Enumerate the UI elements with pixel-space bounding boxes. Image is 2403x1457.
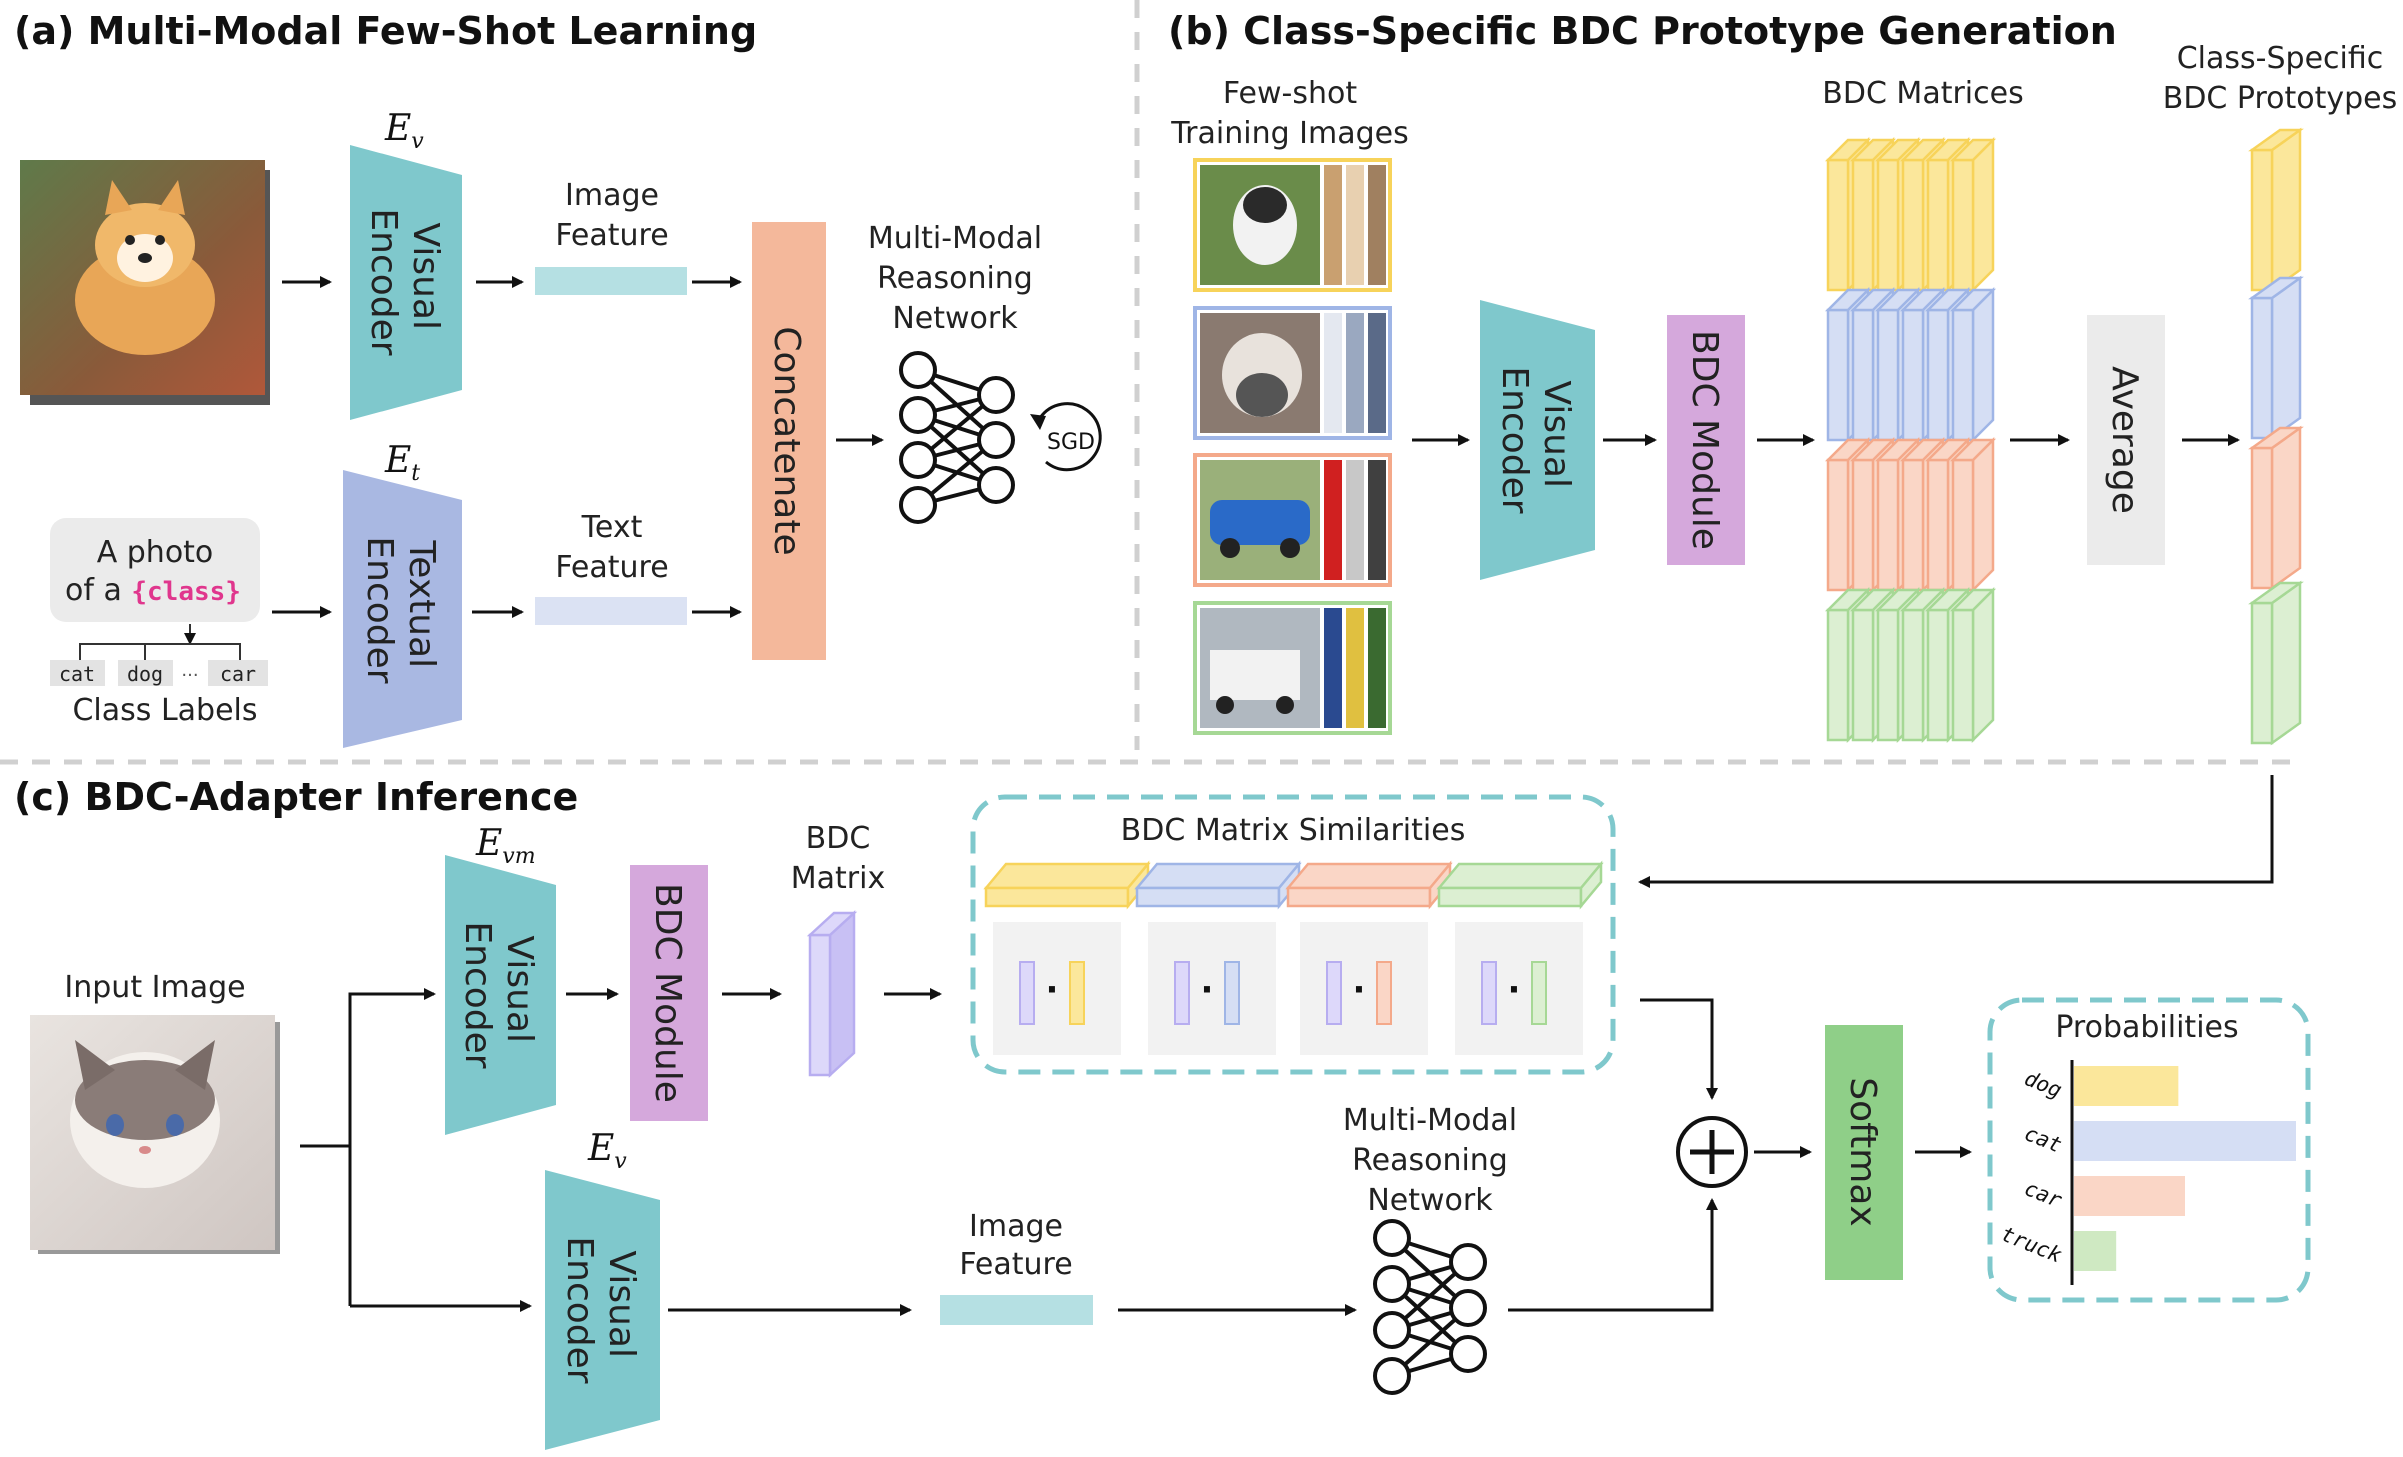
class-label-dog: dog bbox=[127, 662, 163, 686]
neural-network-c-icon bbox=[1373, 1219, 1487, 1395]
few-shot-label: Few-shot bbox=[1223, 76, 1357, 111]
dot-operator-2: · bbox=[1201, 970, 1214, 1010]
svg-text:BDC Prototypes: BDC Prototypes bbox=[2163, 81, 2398, 116]
few-shot-images-dog bbox=[1193, 158, 1392, 292]
section-a-title: (a) Multi-Modal Few-Shot Learning bbox=[14, 9, 757, 53]
visual-encoder-c-bottom bbox=[545, 1170, 660, 1450]
evm-symbol: Evm bbox=[475, 823, 536, 869]
prob-label-dog: dog bbox=[2021, 1066, 2065, 1102]
few-shot-images-car bbox=[1193, 453, 1392, 587]
class-label-ellipsis: ··· bbox=[181, 665, 198, 686]
prob-bar-cat bbox=[2074, 1121, 2296, 1161]
probabilities-title: Probabilities bbox=[2055, 1010, 2238, 1045]
average-label: Average bbox=[2104, 366, 2145, 514]
prompt-line2: of a {class} bbox=[65, 573, 241, 608]
bdc-module-b bbox=[1667, 315, 1745, 565]
few-shot-images-truck bbox=[1193, 601, 1392, 735]
prototypes-label: Class-Specific bbox=[2177, 41, 2384, 76]
section-c-title: (c) BDC-Adapter Inference bbox=[14, 775, 578, 819]
prob-label-cat: cat bbox=[2021, 1121, 2065, 1157]
bdc-module-c-label: BDC Module bbox=[647, 883, 688, 1103]
svg-text:Training Images: Training Images bbox=[1170, 116, 1409, 151]
section-b-title: (b) Class-Specific BDC Prototype Generat… bbox=[1168, 9, 2117, 53]
neural-network-a-icon bbox=[899, 351, 1015, 524]
prototype-slabs bbox=[983, 860, 1604, 910]
similarities-label: BDC Matrix Similarities bbox=[1121, 813, 1466, 848]
svg-text:Feature: Feature bbox=[959, 1247, 1072, 1282]
softmax-label: Softmax bbox=[1842, 1077, 1883, 1226]
ev-symbol-c: Ev bbox=[587, 1128, 627, 1174]
input-image-label: Input Image bbox=[64, 970, 245, 1005]
image-feature-c-label: Image bbox=[969, 1209, 1063, 1244]
svg-text:Network: Network bbox=[1367, 1183, 1493, 1218]
dot-operator-1: · bbox=[1046, 970, 1059, 1010]
similarity-cells bbox=[993, 922, 1583, 1055]
image-feature-c bbox=[940, 1295, 1093, 1325]
image-feature-a-label: Image bbox=[565, 178, 659, 213]
visual-encoder-c-top-label: Visual Encoder bbox=[457, 921, 540, 1068]
svg-text:Feature: Feature bbox=[555, 550, 668, 585]
few-shot-images-cat bbox=[1193, 306, 1392, 440]
class-labels-caption: Class Labels bbox=[72, 693, 257, 728]
et-symbol: Et bbox=[384, 440, 420, 486]
dog-input-image bbox=[20, 160, 270, 405]
prob-bar-truck bbox=[2074, 1231, 2117, 1271]
prob-bar-dog bbox=[2074, 1066, 2179, 1106]
bdc-matrices-label: BDC Matrices bbox=[1822, 76, 2023, 111]
sgd-label: SGD bbox=[1047, 430, 1095, 455]
bdc-matrix bbox=[806, 910, 858, 1078]
sgd-cycle-icon: SGD bbox=[1030, 402, 1102, 472]
probabilities-box bbox=[1987, 997, 2311, 1303]
bdc-matrix-label: BDC bbox=[806, 821, 871, 856]
ev-symbol-a: Ev bbox=[384, 108, 424, 154]
visual-encoder-b bbox=[1480, 300, 1595, 580]
concatenate-block bbox=[752, 222, 826, 660]
svg-text:Reasoning: Reasoning bbox=[1352, 1143, 1508, 1178]
image-feature-a bbox=[535, 267, 687, 295]
visual-encoder-c-top bbox=[445, 855, 556, 1135]
average-block bbox=[2087, 315, 2165, 565]
prob-label-car: car bbox=[2021, 1176, 2065, 1213]
similarities-box bbox=[970, 794, 1616, 1075]
probability-bars: dog cat car truck bbox=[1998, 1066, 2296, 1271]
class-label-car: car bbox=[220, 662, 256, 686]
dot-operator-3: · bbox=[1353, 970, 1366, 1010]
text-feature-label: Text bbox=[581, 510, 643, 545]
cat-input-image bbox=[30, 1015, 280, 1254]
network-c-label: Multi-Modal bbox=[1343, 1103, 1517, 1138]
prob-label-truck: truck bbox=[1998, 1222, 2066, 1268]
bdc-module-c bbox=[630, 865, 708, 1121]
svg-text:Matrix: Matrix bbox=[791, 861, 885, 896]
textual-encoder bbox=[343, 470, 462, 748]
visual-encoder-c-bottom-label: Visual Encoder bbox=[559, 1236, 642, 1383]
svg-text:Feature: Feature bbox=[555, 218, 668, 253]
class-prototypes bbox=[2248, 127, 2304, 746]
concatenate-label: Concatenate bbox=[766, 326, 807, 555]
visual-encoder-b-label: Visual Encoder bbox=[1494, 366, 1577, 513]
visual-encoder-a-label: Visual Encoder bbox=[363, 208, 446, 355]
softmax-block bbox=[1825, 1025, 1903, 1280]
visual-encoder-a bbox=[350, 145, 462, 420]
plus-operator-icon bbox=[1676, 1116, 1748, 1188]
prompt-line1: A photo bbox=[97, 535, 214, 570]
bdc-matrices-stack bbox=[1824, 136, 1997, 744]
svg-text:Network: Network bbox=[892, 301, 1018, 336]
text-feature bbox=[535, 597, 687, 625]
textual-encoder-label: Textual Encoder bbox=[359, 536, 442, 683]
dot-operator-4: · bbox=[1508, 970, 1521, 1010]
bdc-module-b-label: BDC Module bbox=[1684, 330, 1725, 550]
prob-bar-car bbox=[2074, 1176, 2185, 1216]
class-label-cat: cat bbox=[59, 662, 95, 686]
svg-text:Reasoning: Reasoning bbox=[877, 261, 1033, 296]
prompt-box bbox=[50, 518, 260, 622]
network-a-label: Multi-Modal bbox=[868, 221, 1042, 256]
